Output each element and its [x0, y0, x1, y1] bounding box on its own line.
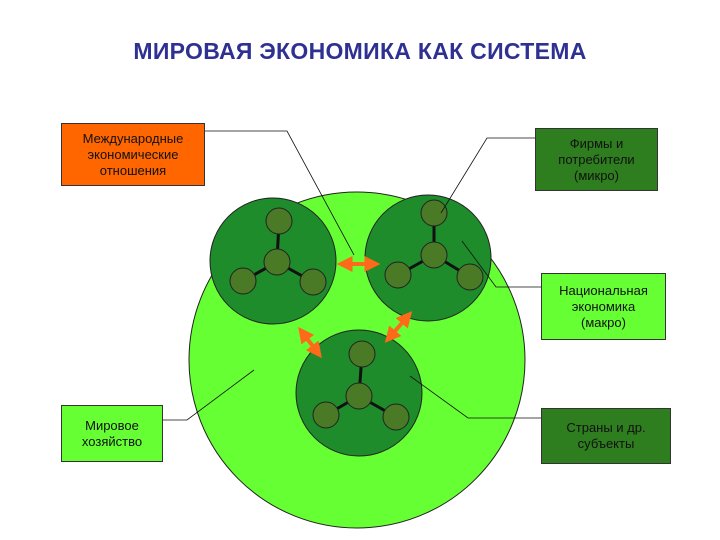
relation-arrow-2-3: [384, 311, 413, 343]
entity-node-center: [420, 241, 448, 269]
entity-node: [229, 267, 257, 295]
leader-line-national-economy: [461, 240, 541, 288]
leader-line-countries-subjects: [409, 375, 541, 419]
entity-node: [384, 261, 412, 289]
entity-node: [348, 340, 376, 368]
entity-node-center: [345, 382, 373, 410]
entity-node: [312, 401, 340, 429]
leader-line-international-relations: [205, 130, 355, 256]
entity-node-center: [263, 248, 291, 276]
label-firms-consumers: Фирмы и потребители (микро): [535, 128, 658, 191]
label-national-economy: Национальная экономика (макро): [541, 273, 666, 340]
page-title: МИРОВАЯ ЭКОНОМИКА КАК СИСТЕМА: [133, 38, 587, 64]
national-economy-cluster-1: [209, 197, 337, 325]
entity-node: [420, 199, 448, 227]
leader-line-world-economy: [163, 369, 255, 421]
entity-node: [382, 403, 410, 431]
national-economy-cluster-2: [364, 194, 492, 322]
leader-line-firms-consumers: [440, 137, 535, 214]
entity-node: [299, 268, 327, 296]
label-countries-subjects: Страны и др. субъекты: [541, 408, 671, 464]
label-international-relations: Международные экономические отношения: [61, 123, 205, 186]
label-world-economy: Мировое хозяйство: [61, 405, 163, 462]
entity-node: [456, 263, 484, 291]
relation-arrow-1-3: [298, 326, 322, 359]
entity-node: [265, 207, 293, 235]
national-economy-cluster-3: [295, 329, 423, 457]
